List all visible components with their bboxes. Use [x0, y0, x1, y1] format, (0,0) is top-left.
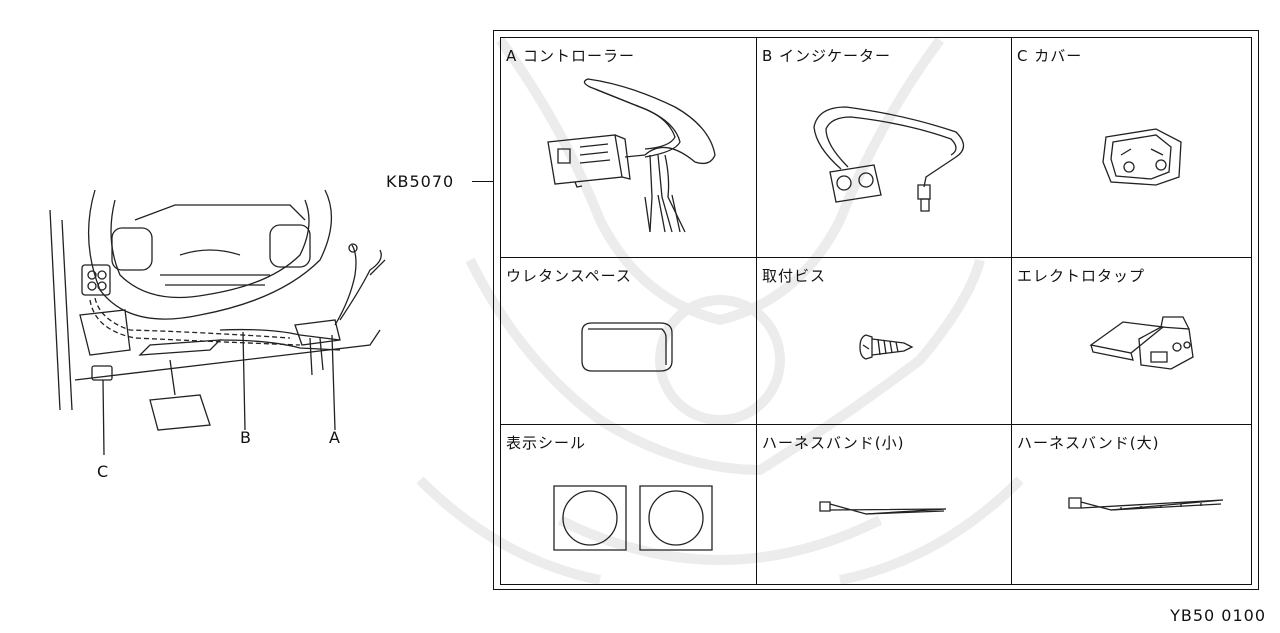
diagram-code: YB50 0100 — [1170, 606, 1266, 625]
part-cell-display-sticker: 表示シール — [500, 424, 756, 585]
indicator-drawing — [756, 37, 1011, 257]
part-title: エレクトロタップ — [1017, 267, 1146, 285]
installation-illustration — [40, 180, 460, 510]
part-number-leader — [472, 181, 493, 182]
part-cell-screw: 取付ビス — [756, 257, 1011, 424]
screw-drawing — [756, 257, 1011, 424]
callout-a: A — [329, 428, 341, 447]
urethane-spacer-drawing — [500, 257, 756, 424]
part-cell-indicator: B インジケーター — [756, 37, 1011, 257]
callout-c: C — [97, 462, 110, 481]
harness-band-small-drawing — [756, 424, 1011, 585]
cover-drawing — [1011, 37, 1252, 257]
part-title: C カバー — [1017, 47, 1083, 65]
part-cell-controller: A コントローラー — [500, 37, 756, 257]
grid-divider — [500, 257, 1252, 258]
part-title: ハーネスバンド(小) — [762, 434, 905, 452]
part-title: ウレタンスペース — [506, 267, 632, 285]
grid-divider — [1011, 37, 1012, 585]
grid-divider — [500, 424, 1252, 425]
electro-tap-drawing — [1011, 257, 1252, 424]
part-number: KB5070 — [386, 172, 455, 191]
part-title: 取付ビス — [762, 267, 827, 285]
display-sticker-drawing — [500, 424, 756, 585]
part-title: A コントローラー — [506, 47, 636, 65]
part-cell-cover: C カバー — [1011, 37, 1252, 257]
part-cell-electro-tap: エレクトロタップ — [1011, 257, 1252, 424]
grid-divider — [756, 37, 757, 585]
kit-frame-outer — [493, 30, 1259, 590]
part-cell-harness-band-large: ハーネスバンド(大) — [1011, 424, 1252, 585]
callout-b: B — [240, 428, 252, 447]
part-title: ハーネスバンド(大) — [1017, 434, 1160, 452]
kit-frame-inner — [500, 37, 1252, 585]
part-title: B インジケーター — [762, 47, 892, 65]
harness-band-large-drawing — [1011, 424, 1252, 585]
part-cell-urethane-spacer: ウレタンスペース — [500, 257, 756, 424]
part-cell-harness-band-small: ハーネスバンド(小) — [756, 424, 1011, 585]
part-title: 表示シール — [506, 434, 587, 452]
controller-drawing — [500, 37, 756, 257]
